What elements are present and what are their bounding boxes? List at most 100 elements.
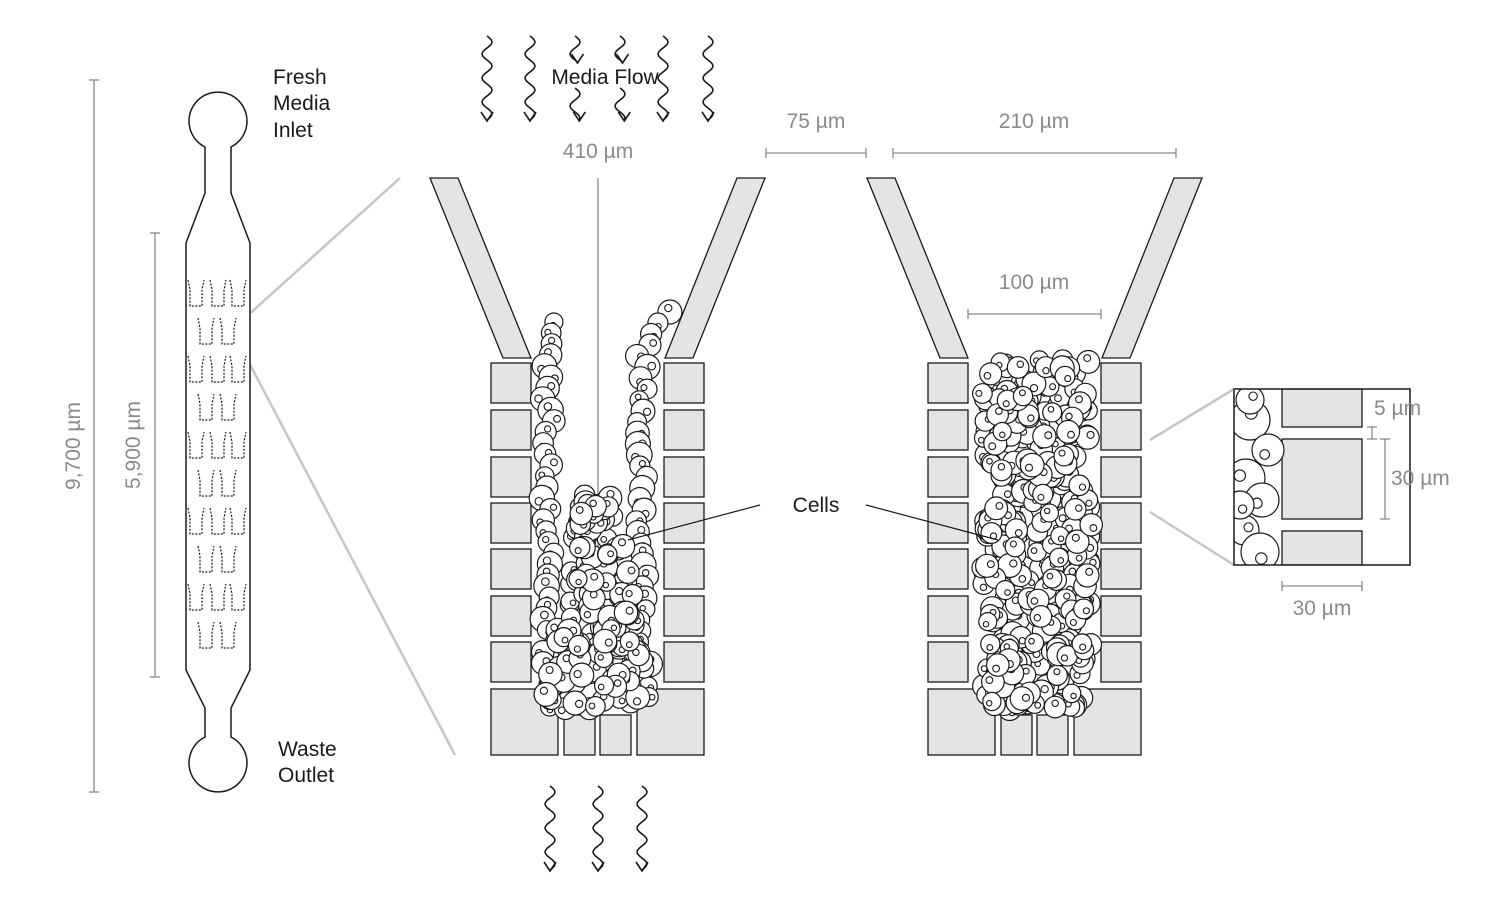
cell-206-nucleus — [597, 654, 604, 661]
pillar-right-3 — [1100, 456, 1142, 498]
device-trap-array — [187, 279, 247, 649]
detail-cell-5-nucleus — [1243, 522, 1254, 533]
pillar-right-7 — [1100, 641, 1142, 683]
mini-trap-7-1 — [187, 507, 205, 535]
dimension-pillar-height — [1380, 438, 1390, 520]
flow-arrow-in-5-head — [656, 111, 670, 123]
media-flow-arrows-out — [543, 785, 649, 873]
pillar-right-4 — [663, 502, 705, 544]
cell-514-nucleus — [982, 620, 990, 628]
cell-57-nucleus — [637, 525, 646, 535]
pillar-right-2 — [663, 409, 705, 451]
outlet-label-line-1: Waste — [278, 738, 337, 761]
cell-208 — [613, 600, 639, 626]
cell-552-nucleus — [999, 431, 1006, 439]
media-flow-label: Media Flow — [551, 66, 659, 89]
base-block-center-right — [599, 714, 632, 756]
detail-cell-8-nucleus — [1248, 391, 1258, 401]
base-block-center-left — [563, 714, 596, 756]
cell-201-nucleus — [627, 566, 636, 575]
pillar-right-6 — [663, 595, 705, 637]
cell-545-nucleus — [1018, 389, 1026, 397]
mini-trap-7-2 — [209, 507, 227, 535]
total-length-label: 9,700 µm — [62, 402, 85, 490]
flow-arrow-in-6-head — [701, 111, 715, 123]
detail-cell-2-nucleus — [1259, 449, 1271, 460]
cells-leader-right — [865, 504, 999, 541]
flow-arrow-out-2 — [592, 785, 604, 871]
mini-trap-1-3 — [229, 279, 247, 307]
cell-114-nucleus — [632, 697, 642, 706]
cell-25-nucleus — [541, 577, 550, 587]
cell-100-nucleus — [618, 697, 626, 705]
cell-521 — [1068, 474, 1091, 497]
cell-213-nucleus — [589, 499, 597, 508]
cell-37-nucleus — [664, 303, 673, 313]
cell-220-nucleus — [575, 506, 584, 514]
pillar-right-5 — [1100, 548, 1142, 590]
cell-519 — [1019, 452, 1045, 478]
mini-trap-9-1 — [187, 583, 205, 611]
cell-540 — [974, 553, 1000, 578]
pillar-right-1 — [663, 362, 705, 404]
cell-21-nucleus — [542, 535, 550, 544]
cell-548-nucleus — [1089, 524, 1098, 532]
cell-562-nucleus — [1009, 540, 1017, 548]
flow-arrow-out-3-head — [635, 861, 649, 873]
dimension-gap-width — [765, 148, 867, 158]
cell-23-nucleus — [542, 556, 552, 565]
cell-435-nucleus — [1086, 430, 1095, 439]
flow-arrow-in-2 — [524, 35, 536, 121]
cell-557 — [1042, 568, 1063, 589]
cell-517 — [980, 521, 1003, 544]
cell-212-nucleus — [590, 572, 599, 581]
cell-523-nucleus — [1004, 589, 1011, 596]
cell-559 — [985, 653, 1010, 677]
cell-44-nucleus — [640, 384, 648, 392]
detail-cell-2 — [1251, 433, 1285, 467]
cell-515-nucleus — [995, 407, 1003, 415]
cell-361-nucleus — [1054, 394, 1062, 403]
mini-trap-5-1 — [187, 431, 205, 459]
cell-558-nucleus — [1033, 613, 1042, 622]
cell-560-nucleus — [1064, 375, 1072, 383]
detail-cell-7 — [1234, 490, 1255, 520]
pillar-left-6 — [927, 595, 969, 637]
cell-524-nucleus — [986, 457, 993, 465]
trap-open: 410 µm — [429, 140, 766, 756]
cell-440-nucleus — [1029, 383, 1039, 393]
cell-344 — [1076, 349, 1101, 374]
cell-550-nucleus — [1028, 637, 1035, 645]
pillar-left-2 — [927, 409, 969, 451]
pillar-right-3 — [663, 456, 705, 498]
detail-cell-3-nucleus — [1234, 469, 1247, 482]
cell-123-nucleus — [569, 599, 577, 607]
cell-519-nucleus — [1024, 463, 1034, 472]
cell-172-nucleus — [615, 586, 624, 596]
cell-521-nucleus — [1078, 483, 1087, 491]
pillar-right-7 — [663, 641, 705, 683]
cells-leader-left — [627, 504, 761, 541]
flow-arrow-in-5 — [657, 35, 669, 121]
cell-415-nucleus — [1085, 499, 1093, 507]
mini-trap-7-3 — [229, 507, 247, 535]
cell-501-nucleus — [1075, 395, 1083, 404]
cell-216-nucleus — [597, 683, 605, 691]
cell-511-nucleus — [986, 644, 994, 651]
mini-trap-10-2 — [219, 621, 237, 649]
cell-193-nucleus — [613, 679, 622, 687]
mini-trap-4-1 — [197, 393, 215, 421]
pillar-left-2 — [490, 409, 532, 451]
pillar-left-3 — [490, 456, 532, 498]
cell-188 — [569, 662, 595, 688]
cell-554-nucleus — [1079, 643, 1087, 651]
cell-418-nucleus — [1003, 490, 1012, 498]
base-block-center-right — [1036, 714, 1069, 756]
funnel-wall-left-2 — [866, 177, 969, 359]
cell-551-nucleus — [988, 442, 997, 451]
cell-199-nucleus — [583, 610, 592, 619]
cell-530-nucleus — [1075, 554, 1083, 562]
cell-202-nucleus — [617, 538, 627, 547]
cell-485-nucleus — [1009, 559, 1018, 568]
flow-arrow-in-1-head — [480, 111, 494, 123]
